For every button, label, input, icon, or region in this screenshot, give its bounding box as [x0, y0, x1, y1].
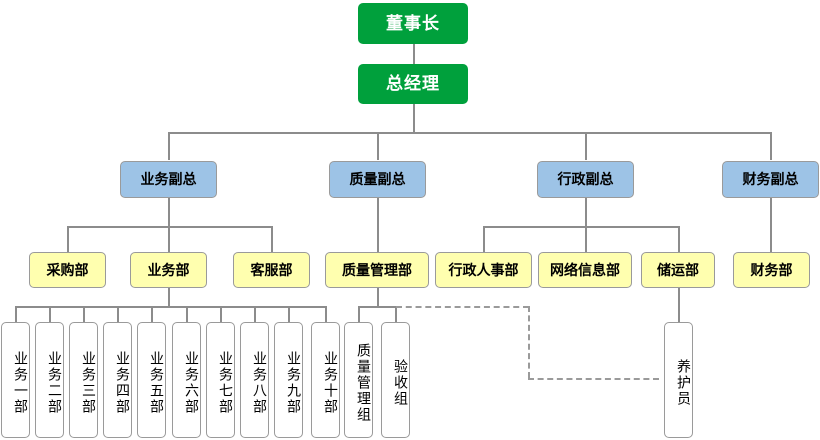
node-chairman[interactable]: 董事长 [358, 3, 468, 44]
node-team-business-2[interactable]: 业务二部 [35, 322, 64, 438]
connector-chairman-to-gm [413, 44, 415, 64]
connector-drop-dept-logistics [678, 226, 680, 252]
node-dept-it[interactable]: 网络信息部 [538, 252, 632, 288]
node-dept-logistics[interactable]: 储运部 [641, 252, 715, 288]
node-team-business-2-label: 业务二部 [47, 351, 63, 415]
node-team-business-8-label: 业务八部 [252, 351, 268, 415]
node-dept-purchasing-label: 采购部 [46, 261, 89, 278]
connector-drop-team-5 [151, 306, 153, 322]
node-team-business-6-label: 业务六部 [184, 351, 200, 415]
dashed-link-to-maintenance [528, 378, 659, 380]
node-dept-quality-management[interactable]: 质量管理部 [325, 252, 429, 288]
connector-drop-quality-team-1 [358, 306, 360, 322]
connector-vp-bus [168, 132, 772, 134]
node-dept-quality-management-label: 质量管理部 [342, 261, 412, 278]
node-team-business-9[interactable]: 业务九部 [274, 322, 303, 438]
node-team-business-5-label: 业务五部 [149, 351, 165, 415]
connector-drop-quality-team-2 [395, 306, 397, 322]
node-dept-it-label: 网络信息部 [550, 261, 620, 278]
node-team-business-4[interactable]: 业务四部 [103, 322, 132, 438]
node-team-business-4-label: 业务四部 [115, 351, 131, 415]
connector-stem-dept-business [168, 288, 170, 307]
connector-drop-dept-purchasing [67, 226, 69, 252]
connector-drop-team-10 [325, 306, 327, 322]
connector-drop-team-3 [83, 306, 85, 322]
connector-stem-vp-admin [585, 198, 587, 227]
node-team-business-10[interactable]: 业务十部 [311, 322, 340, 438]
node-team-quality-management-group[interactable]: 质量管理组 [344, 322, 373, 438]
connector-bus-business-teams [15, 306, 326, 308]
node-dept-hr[interactable]: 行政人事部 [435, 252, 532, 288]
connector-stem-vp-finance [770, 198, 772, 252]
node-team-quality-management-group-label: 质量管理组 [356, 343, 372, 423]
node-team-business-3[interactable]: 业务三部 [69, 322, 98, 438]
node-vp-business-label: 业务副总 [140, 171, 197, 188]
node-team-business-10-label: 业务十部 [323, 351, 339, 415]
node-team-business-9-label: 业务九部 [286, 351, 302, 415]
connector-drop-vp-admin [585, 132, 587, 160]
node-dept-logistics-label: 储运部 [657, 261, 699, 278]
node-team-business-8[interactable]: 业务八部 [240, 322, 269, 438]
node-dept-finance[interactable]: 财务部 [733, 252, 810, 288]
node-vp-quality[interactable]: 质量副总 [329, 161, 426, 198]
connector-drop-team-1 [15, 306, 17, 322]
connector-drop-dept-business [168, 226, 170, 252]
connector-bus-admin-depts [483, 226, 679, 228]
node-team-business-7-label: 业务七部 [218, 351, 234, 415]
connector-drop-team-9 [288, 306, 290, 322]
node-team-acceptance-group[interactable]: 验收组 [381, 322, 410, 438]
connector-drop-dept-it [585, 226, 587, 252]
connector-drop-team-4 [117, 306, 119, 322]
node-dept-customer-service-label: 客服部 [250, 261, 293, 278]
node-vp-business[interactable]: 业务副总 [120, 161, 217, 198]
node-team-business-6[interactable]: 业务六部 [172, 322, 201, 438]
node-vp-finance[interactable]: 财务副总 [722, 161, 819, 198]
connector-drop-team-2 [49, 306, 51, 322]
node-team-business-1[interactable]: 业务一部 [1, 322, 30, 438]
connector-drop-vp-finance [770, 132, 772, 160]
node-team-maintenance-staff[interactable]: 养护员 [664, 322, 693, 438]
connector-drop-vp-business [168, 132, 170, 160]
node-team-business-3-label: 业务三部 [81, 351, 97, 415]
node-general-manager-label: 总经理 [386, 74, 440, 94]
node-team-business-5[interactable]: 业务五部 [137, 322, 166, 438]
connector-stem-dept-quality [377, 288, 379, 307]
node-dept-business[interactable]: 业务部 [130, 252, 207, 288]
connector-drop-dept-hr [483, 226, 485, 252]
node-vp-finance-label: 财务副总 [742, 171, 799, 188]
dashed-link-vertical [528, 306, 530, 378]
node-vp-admin-label: 行政副总 [557, 171, 614, 188]
connector-stem-vp-quality [377, 198, 379, 252]
node-dept-hr-label: 行政人事部 [448, 261, 519, 278]
node-dept-business-label: 业务部 [147, 261, 190, 278]
node-vp-admin[interactable]: 行政副总 [537, 161, 634, 198]
connector-drop-dept-customer-service [271, 226, 273, 252]
connector-bus-quality-teams [358, 306, 396, 308]
connector-drop-team-8 [254, 306, 256, 322]
node-dept-customer-service[interactable]: 客服部 [233, 252, 310, 288]
node-team-business-7[interactable]: 业务七部 [206, 322, 235, 438]
connector-drop-team-7 [220, 306, 222, 322]
connector-drop-team-6 [186, 306, 188, 322]
node-general-manager[interactable]: 总经理 [358, 64, 468, 104]
node-dept-finance-label: 财务部 [750, 261, 793, 278]
dashed-link-quality-top [396, 306, 529, 308]
connector-gm-stem [413, 104, 415, 133]
node-team-acceptance-group-label: 验收组 [393, 359, 409, 407]
node-team-maintenance-staff-label: 养护员 [676, 359, 692, 407]
node-team-business-1-label: 业务一部 [13, 351, 29, 415]
connector-stem-vp-business [168, 198, 170, 227]
connector-stem-dept-logistics-to-maintenance [678, 288, 680, 323]
node-vp-quality-label: 质量副总 [349, 171, 406, 188]
connector-bus-business-depts [67, 226, 273, 228]
node-dept-purchasing[interactable]: 采购部 [29, 252, 106, 288]
node-chairman-label: 董事长 [386, 13, 440, 33]
connector-drop-vp-quality [377, 132, 379, 160]
